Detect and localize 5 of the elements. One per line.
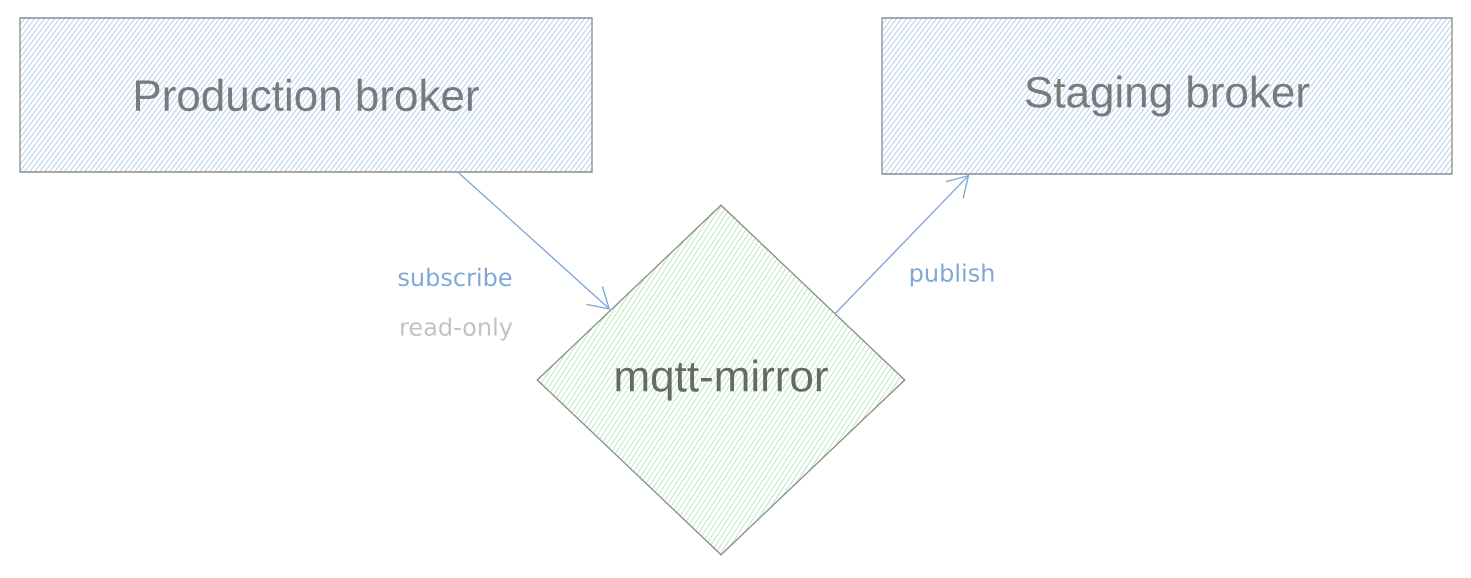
edge-label: publish xyxy=(907,262,997,288)
arrow xyxy=(834,174,970,314)
arrow xyxy=(457,171,611,310)
edge-label: subscribe xyxy=(396,266,514,288)
note-label: read-only xyxy=(401,317,513,341)
